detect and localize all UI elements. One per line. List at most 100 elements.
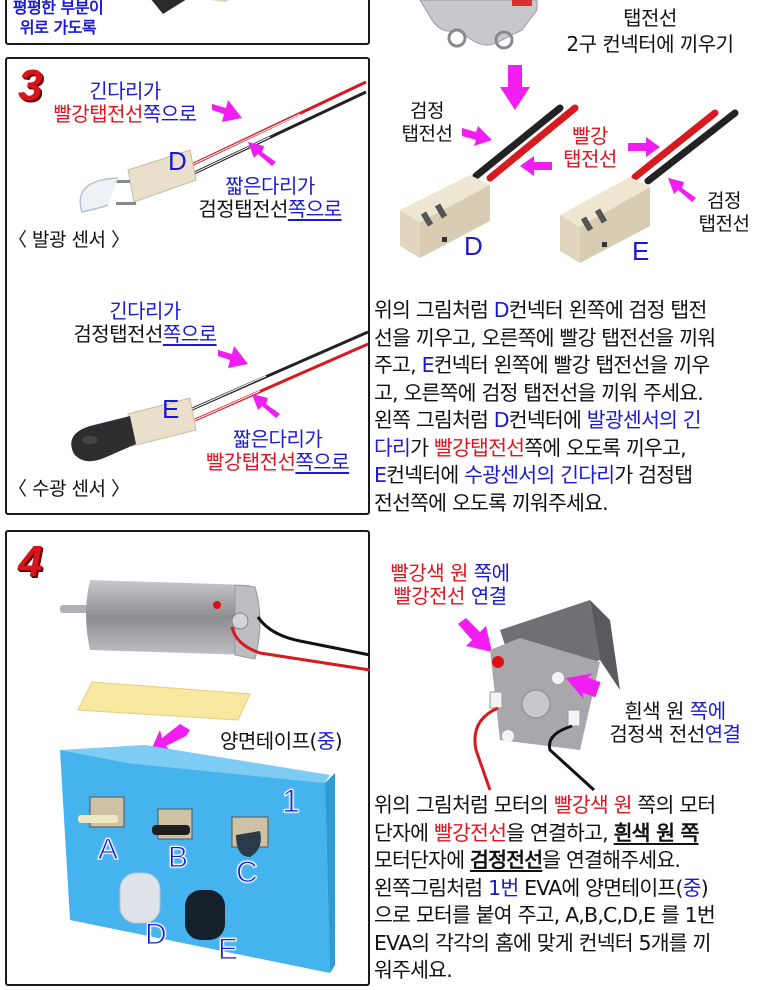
instruction-segment: 컨넥터 왼쪽에 빨강 탭전선을 끼우 (433, 353, 711, 377)
white-circle-label: 흰색 원 쪽에 검정색 전선연결 (609, 699, 741, 746)
slot-c-label: C (236, 856, 259, 889)
arrow-long-leg-emitter-icon (212, 100, 242, 122)
instruction-segment: 을 연결하고, (506, 820, 614, 845)
instruction-segment: 컨넥터에 (386, 463, 465, 487)
black-connector-image (151, 0, 229, 14)
instruction-segment: 고, 오른쪽에 검정 탭전선을 끼워 주세요. (374, 380, 704, 405)
receiver-short-leg-label: 짧은다리가 빨강탭전선쪽으로 (205, 427, 350, 474)
step3-box (5, 57, 370, 515)
instruction-segment: 위의 그림처럼 모터의 (374, 793, 554, 817)
step3-number: 3 (18, 61, 43, 110)
instruction-segment: 빨강색 원 (553, 793, 633, 817)
connector-e-image (560, 109, 739, 263)
instruction-segment: 발광센서의 긴 (586, 408, 702, 432)
receiver-connector-label: E (162, 394, 180, 424)
instruction-segment: 다리 (374, 435, 411, 460)
instruction-segment: 왼쪽 그림처럼 (374, 408, 494, 432)
emitter-sensor-image (79, 80, 367, 213)
connector-e-label: E (632, 236, 650, 266)
instruction-segment: 쪽에 오도록 끼우고, (524, 435, 686, 460)
instruction-line: 으로 모터를 붙여 주고, A,B,C,D,E 를 1번 (374, 902, 760, 930)
arrow-to-black-wire-e-icon (668, 178, 696, 202)
emitter-sensor-caption: 〈 발광 센서 〉 (8, 229, 130, 251)
instruction-segment: 단자에 (374, 820, 434, 845)
slot-e-label: E (217, 933, 239, 966)
instruction-segment: EVA의 각각의 홈에 맞게 컨넥터 5개를 끼 (374, 930, 711, 955)
step4-number: 4 (18, 537, 43, 586)
instruction-line: 단자에 빨강전선을 연결하고, 흰색 원 쪽 (374, 820, 760, 848)
instruction-line: 왼쪽그림처럼 1번 EVA에 양면테이프(중) (374, 875, 760, 903)
instruction-line: 모터단자에 검정전선을 연결해주세요. (374, 847, 760, 875)
tape-label: 양면테이프(중) (220, 729, 343, 753)
arrow-to-red-wire-d-icon (520, 156, 552, 176)
instruction-segment: 빨강탭전선 (433, 435, 525, 460)
emitter-long-leg-label: 긴다리가 빨강탭전선쪽으로 (53, 79, 197, 126)
instruction-segment: D (493, 298, 510, 322)
instruction-line: 고, 오른쪽에 검정 탭전선을 끼워 주세요. (374, 380, 760, 408)
instruction-segment: E (421, 353, 435, 377)
receiver-sensor-image (71, 330, 369, 462)
instruction-line: 워주세요. (374, 957, 760, 985)
step2-caption: 평평한 부분이 위로 가도록 (12, 0, 104, 37)
emitter-connector-label: D (168, 146, 187, 176)
instruction-segment: D (493, 408, 510, 432)
instruction-segment: 워주세요. (374, 958, 453, 982)
instruction-line: 다리가 빨강탭전선쪽에 오도록 끼우고, (374, 435, 760, 463)
instruction-segment: 수광센서의 긴다리 (464, 463, 615, 487)
arrow-short-leg-emitter-icon (248, 142, 276, 166)
instruction-line: E컨넥터에 수광센서의 긴다리가 검정탭 (374, 462, 760, 490)
slot-b-label: B (167, 841, 189, 874)
instruction-segment: ) (700, 875, 709, 900)
arrow-short-leg-receiver-icon (252, 394, 280, 418)
black-tab-wire-label-left: 검정 탭전선 (401, 100, 453, 145)
motor-image (60, 580, 371, 672)
arrow-to-eva-icon (150, 724, 190, 752)
instruction-segment: 을 연결해주세요. (542, 848, 681, 872)
instruction-segment: 가 검정탭 (614, 463, 693, 487)
instruction-line: EVA의 각각의 홈에 맞게 컨넥터 5개를 끼 (374, 930, 760, 958)
connector-d-label: D (464, 231, 483, 261)
arrow-long-leg-receiver-icon (218, 346, 248, 368)
instruction-line: 왼쪽 그림처럼 D컨넥터에 발광센서의 긴 (374, 407, 760, 435)
slot-a-label: A (97, 833, 119, 866)
instruction-line: 위의 그림처럼 D컨넥터 왼쪽에 검정 탭전 (374, 297, 760, 325)
instruction-line: 위의 그림처럼 모터의 빨강색 원 쪽의 모터 (374, 792, 760, 820)
arrow-to-red-wire-e-icon (628, 137, 660, 157)
instruction-segment: 주고, (374, 353, 422, 377)
slot-d-label: D (145, 918, 168, 951)
emitter-short-leg-label: 짧은다리가 검정탭전선쪽으로 (198, 174, 342, 221)
down-arrow-icon (500, 65, 530, 110)
red-tab-wire-label: 빨강 탭전선 (563, 124, 617, 171)
motor-closeup-image (473, 600, 620, 792)
tab-wire-title: 탭전선 2구 컨넥터에 끼우기 (566, 6, 734, 56)
red-circle-label: 빨강색 원 쪽에 빨강전선 연결 (390, 561, 510, 608)
arrow-to-red-circle-icon (458, 618, 492, 652)
instruction-segment: 흰색 원 쪽 (613, 820, 700, 845)
instruction-segment: 컨넥터에 (508, 408, 587, 432)
instruction-segment: 컨넥터 왼쪽에 검정 탭전 (508, 298, 708, 322)
connector-d-image (400, 104, 579, 258)
instruction-segment: 위의 그림처럼 (374, 298, 494, 322)
instruction-segment: EVA에 양면테이프( (518, 875, 683, 900)
instruction-segment: 전선쪽에 오도록 끼워주세요. (374, 490, 609, 515)
receiver-sensor-caption: 〈 수광 센서 〉 (8, 478, 130, 500)
instruction-segment: 1번 (488, 875, 519, 900)
instruction-segment: 쪽의 모터 (631, 793, 716, 817)
instruction-segment: E (374, 463, 387, 487)
instruction-segment: 으로 모터를 붙여 주고, A,B,C,D,E 를 1번 (374, 903, 716, 927)
instruction-segment: 왼쪽그림처럼 (374, 875, 489, 900)
black-tab-wire-label-right: 검정 탭전선 (698, 190, 750, 235)
instruction-line: 선을 끼우고, 오른쪽에 빨강 탭전선을 끼워 (374, 325, 760, 353)
eva-number-label: 1 (282, 783, 301, 819)
instruction-segment: 선을 끼우고, 오른쪽에 빨강 탭전선을 끼워 (374, 325, 716, 350)
instruction-line: 전선쪽에 오도록 끼워주세요. (374, 490, 760, 518)
double-sided-tape-image (77, 681, 251, 721)
instruction-segment: 검정전선 (470, 848, 543, 872)
eva-block-image (60, 745, 335, 973)
receiver-long-leg-label: 긴다리가 검정탭전선쪽으로 (73, 299, 217, 346)
instruction-line: 주고, E컨넥터 왼쪽에 빨강 탭전선을 끼우 (374, 352, 760, 380)
instruction-segment: 중 (682, 875, 702, 900)
instruction-segment: 빨강전선 (433, 820, 507, 845)
